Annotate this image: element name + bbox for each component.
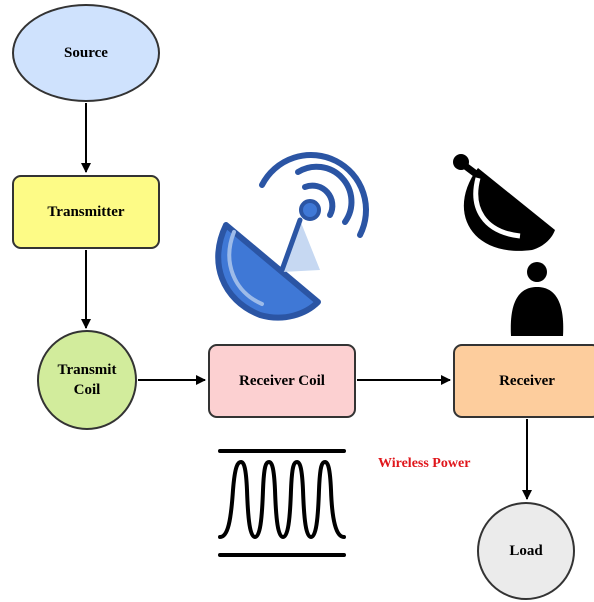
transmit-coil-node: Transmit Coil	[37, 330, 137, 430]
transmit-coil-label: Transmit Coil	[58, 360, 117, 400]
satellite-dish-icon	[215, 152, 369, 321]
receiver-label: Receiver	[499, 373, 555, 389]
source-label: Source	[64, 45, 108, 61]
receiver-coil-label: Receiver Coil	[239, 373, 325, 389]
load-label: Load	[509, 543, 543, 559]
load-node: Load	[477, 502, 575, 600]
transmit-coil-label-line2: Coil	[73, 382, 101, 398]
waveform-icon	[218, 449, 346, 557]
transmit-coil-label-line1: Transmit	[57, 362, 117, 378]
transmitter-label: Transmitter	[47, 204, 125, 220]
receiver-node: Receiver	[453, 344, 594, 418]
satellite-dish-icon	[453, 154, 564, 336]
transmitter-node: Transmitter	[12, 175, 160, 249]
source-node: Source	[12, 4, 160, 102]
receiver-coil-node: Receiver Coil	[208, 344, 356, 418]
wireless-power-annotation: Wireless Power	[378, 456, 471, 471]
